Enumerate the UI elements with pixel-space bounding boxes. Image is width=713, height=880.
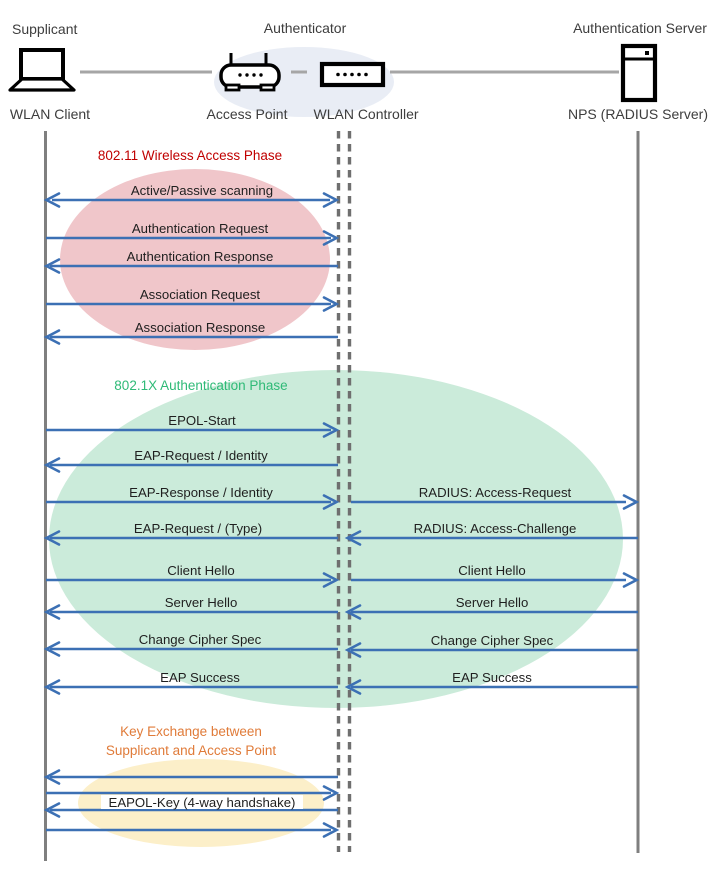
arrow-client-hello-right — [351, 572, 640, 588]
label-eapol-key-background — [101, 795, 303, 809]
arrow-eap-success-right — [344, 679, 638, 695]
label-scanning: Active/Passive scanning — [131, 183, 273, 198]
node-label-access-point: Access Point — [207, 106, 288, 122]
node-label-radius-server: NPS (RADIUS Server) — [568, 106, 708, 122]
label-change-cipher-spec-left: Change Cipher Spec — [139, 632, 262, 647]
wlan-controller-icon — [319, 61, 386, 88]
arrow-radius-access-challenge — [344, 530, 638, 546]
arrow-eapol-key-1 — [43, 769, 338, 785]
laptop-icon — [8, 48, 76, 92]
label-server-hello-right: Server Hello — [456, 595, 529, 610]
phase-title-wireless-access: 802.11 Wireless Access Phase — [98, 148, 282, 163]
arrow-radius-access-request — [351, 494, 640, 510]
access-point-icon — [219, 53, 281, 92]
label-association-response: Association Response — [135, 320, 265, 335]
label-eap-success-right: EAP Success — [452, 670, 532, 685]
phase-title-authentication: 802.1X Authentication Phase — [114, 378, 287, 393]
arrow-eap-response-identity — [46, 494, 340, 510]
arrow-server-hello-left — [43, 604, 338, 620]
phase-title-key-exchange-line2: Supplicant and Access Point — [106, 743, 277, 758]
arrow-client-hello-left — [46, 572, 340, 588]
label-client-hello-left: Client Hello — [167, 563, 234, 578]
arrow-eap-request-identity — [43, 457, 338, 473]
label-authentication-request: Authentication Request — [132, 221, 269, 236]
header-authenticator: Authenticator — [264, 20, 347, 36]
header-supplicant: Supplicant — [12, 21, 77, 37]
label-server-hello-left: Server Hello — [165, 595, 238, 610]
arrow-eapol-key-4 — [46, 822, 340, 838]
label-association-request: Association Request — [140, 287, 261, 302]
node-label-wlan-controller: WLAN Controller — [313, 106, 418, 122]
arrow-eapol-key-3 — [43, 802, 338, 818]
label-change-cipher-spec-right: Change Cipher Spec — [431, 633, 554, 648]
arrow-eapol-key-2 — [46, 785, 340, 801]
arrow-association-request — [46, 296, 340, 312]
phase-title-key-exchange-line1: Key Exchange between — [120, 724, 262, 739]
label-eap-request-identity: EAP-Request / Identity — [134, 448, 268, 463]
arrow-association-response — [43, 329, 338, 345]
label-authentication-response: Authentication Response — [127, 249, 274, 264]
label-eap-request-type: EAP-Request / (Type) — [134, 521, 262, 536]
label-epol-start: EPOL-Start — [168, 413, 236, 428]
arrow-authentication-response — [43, 258, 338, 274]
label-radius-access-challenge: RADIUS: Access-Challenge — [414, 521, 577, 536]
arrow-change-cipher-spec-right — [344, 642, 638, 658]
header-authentication-server: Authentication Server — [573, 20, 707, 36]
arrow-scanning — [43, 192, 340, 208]
label-eapol-key: EAPOL-Key (4-way handshake) — [109, 795, 296, 810]
server-icon — [620, 43, 658, 103]
arrow-change-cipher-spec-left — [43, 641, 338, 657]
label-eap-response-identity: EAP-Response / Identity — [129, 485, 273, 500]
node-label-wlan-client: WLAN Client — [10, 106, 90, 122]
label-eap-success-left: EAP Success — [160, 670, 240, 685]
arrow-eap-request-type — [43, 530, 338, 546]
label-client-hello-right: Client Hello — [458, 563, 525, 578]
arrow-server-hello-right — [344, 604, 638, 620]
arrow-eap-success-left — [43, 679, 338, 695]
arrow-authentication-request — [46, 230, 340, 246]
label-radius-access-request: RADIUS: Access-Request — [419, 485, 572, 500]
arrow-epol-start — [46, 422, 340, 438]
